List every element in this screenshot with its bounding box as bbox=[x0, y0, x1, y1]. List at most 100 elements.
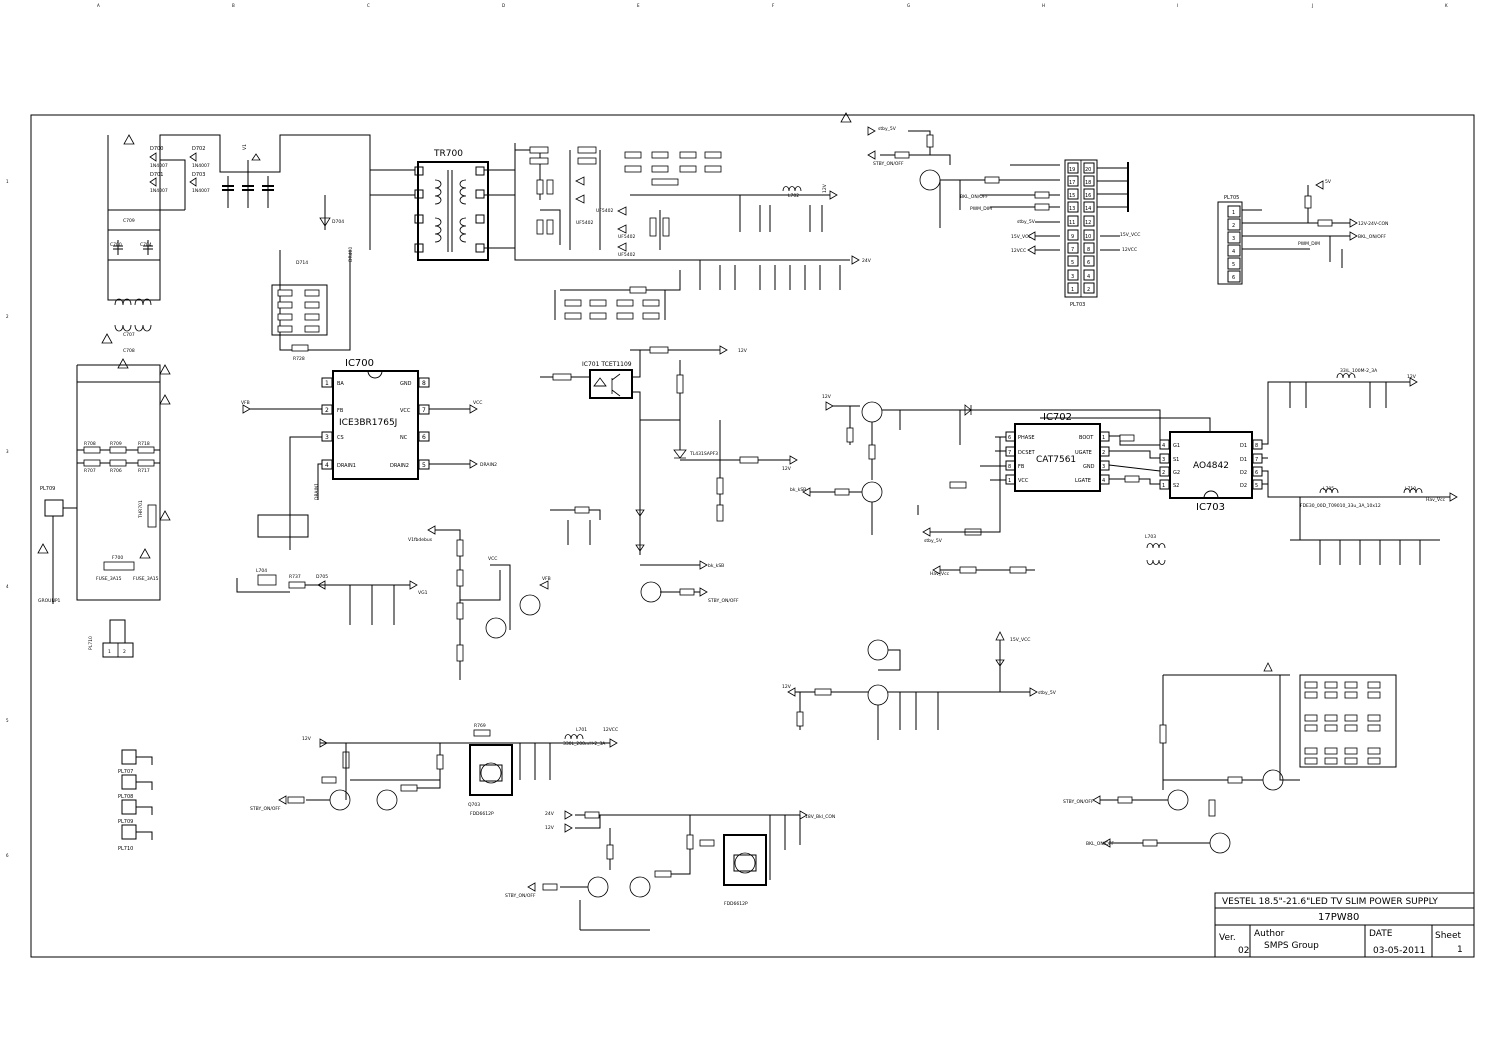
svg-text:L705: L705 bbox=[1323, 486, 1334, 492]
svg-text:stby_5V: stby_5V bbox=[924, 538, 943, 544]
svg-text:PL709: PL709 bbox=[118, 819, 133, 825]
svg-text:NC: NC bbox=[400, 435, 408, 441]
col-marker: I bbox=[1177, 3, 1178, 8]
svg-text:1N4007: 1N4007 bbox=[192, 163, 210, 169]
svg-text:6: 6 bbox=[422, 434, 426, 441]
svg-text:D703: D703 bbox=[192, 172, 205, 178]
aux-supply: VG1 R737 D705 L704 bbox=[236, 568, 428, 625]
col-marker: C bbox=[367, 3, 370, 8]
fuse-label: F700 bbox=[112, 555, 123, 561]
row-markers: 1 2 3 4 5 6 bbox=[6, 179, 9, 858]
svg-text:VCC: VCC bbox=[473, 400, 482, 406]
transformer-tr700: TR700 DR400 bbox=[279, 143, 850, 351]
svg-text:D705: D705 bbox=[316, 574, 328, 580]
svg-text:5: 5 bbox=[1255, 483, 1258, 489]
svg-text:PL710: PL710 bbox=[118, 846, 133, 852]
svg-text:18: 18 bbox=[1085, 180, 1091, 186]
svg-text:5: 5 bbox=[1232, 262, 1235, 268]
svg-text:UF5402: UF5402 bbox=[618, 234, 635, 240]
svg-text:33\L_100M-2_3A: 33\L_100M-2_3A bbox=[1340, 368, 1378, 374]
col-marker: B bbox=[232, 3, 235, 8]
svg-text:3: 3 bbox=[1102, 464, 1105, 470]
svg-text:15V_VCC: 15V_VCC bbox=[1120, 232, 1140, 238]
svg-text:BA: BA bbox=[337, 381, 344, 387]
svg-text:12V: 12V bbox=[1407, 374, 1417, 380]
col-marker: K bbox=[1445, 3, 1448, 8]
svg-text:12V: 12V bbox=[822, 183, 828, 193]
sheet-value: 1 bbox=[1457, 945, 1463, 955]
svg-text:12V: 12V bbox=[545, 825, 555, 831]
col-marker: H bbox=[1042, 3, 1045, 8]
fuse bbox=[103, 561, 135, 571]
ic703-part: AO4842 bbox=[1193, 461, 1229, 471]
stby-regulator: 12V stby_5V 15V_VCC bbox=[782, 631, 1057, 740]
svg-text:1: 1 bbox=[1232, 210, 1235, 216]
standby-block: stby_5V STBY_ON/OFF BKL_ON/OFF PWM_DIM s… bbox=[867, 126, 1140, 255]
connector-pl703: 19 17 15 13 11 9 7 5 3 1 20 18 16 14 12 … bbox=[1064, 159, 1129, 308]
svg-text:4: 4 bbox=[1102, 478, 1105, 484]
tr700-label: TR700 bbox=[433, 149, 463, 159]
svg-text:R707: R707 bbox=[84, 468, 96, 474]
svg-text:D700: D700 bbox=[150, 146, 163, 152]
warning-icon bbox=[159, 510, 171, 521]
sheet-border bbox=[30, 114, 1475, 958]
svg-text:2: 2 bbox=[1102, 450, 1105, 456]
aux-connectors: PL707 PL708 PL709 PL710 bbox=[118, 749, 153, 852]
svg-text:3: 3 bbox=[1071, 274, 1074, 280]
svg-text:12V: 12V bbox=[822, 394, 832, 400]
svg-text:16: 16 bbox=[1085, 193, 1091, 199]
svg-text:L701: L701 bbox=[576, 727, 587, 733]
svg-text:bk_kSB: bk_kSB bbox=[790, 487, 806, 493]
svg-text:DRAIN2: DRAIN2 bbox=[480, 462, 497, 468]
ic700: IC700 ICE3BR1765J 1 2 3 4 8 7 6 5 BA FB … bbox=[241, 358, 497, 550]
svg-text:VCC: VCC bbox=[488, 556, 497, 562]
ver-label: Ver. bbox=[1219, 933, 1236, 943]
svg-text:STBY_ON/OFF: STBY_ON/OFF bbox=[708, 598, 739, 604]
ver-value: 02 bbox=[1238, 946, 1249, 956]
svg-text:R706: R706 bbox=[110, 468, 122, 474]
svg-text:6: 6 bbox=[1087, 260, 1090, 266]
svg-text:UF5402: UF5402 bbox=[576, 220, 593, 226]
svg-text:BKL_ON/OFF: BKL_ON/OFF bbox=[1358, 234, 1386, 240]
col-marker: F bbox=[772, 3, 775, 8]
svg-text:GND: GND bbox=[400, 381, 412, 387]
svg-text:R769: R769 bbox=[474, 723, 486, 729]
svg-text:12V: 12V bbox=[302, 736, 312, 742]
svg-text:24V: 24V bbox=[862, 258, 872, 264]
svg-text:stby_5V: stby_5V bbox=[1017, 219, 1036, 225]
svg-text:D701: D701 bbox=[150, 172, 163, 178]
svg-text:15V_VCC: 15V_VCC bbox=[1010, 637, 1030, 643]
svg-text:bk_kSB: bk_kSB bbox=[708, 563, 724, 569]
svg-text:BOOT: BOOT bbox=[1079, 435, 1094, 441]
svg-text:FB: FB bbox=[1018, 464, 1025, 470]
v12vcc-switch: 12V 12VCC L701 330L_200mH-2_3A STBY_ON/O… bbox=[250, 723, 618, 817]
author-value: SMPS Group bbox=[1264, 941, 1319, 951]
svg-text:S1: S1 bbox=[1173, 457, 1179, 463]
col-marker: A bbox=[97, 3, 100, 8]
svg-text:FUSE_3A15: FUSE_3A15 bbox=[133, 576, 159, 582]
ic702-part: CAT7561 bbox=[1036, 455, 1076, 465]
svg-text:stby_5V: stby_5V bbox=[878, 126, 897, 132]
svg-text:R708: R708 bbox=[84, 441, 96, 447]
svg-text:20: 20 bbox=[1085, 167, 1091, 173]
svg-text:4: 4 bbox=[1162, 443, 1165, 449]
svg-text:7: 7 bbox=[1008, 450, 1011, 456]
secondary-rectifiers: L702 12V UF5402 UF5402 UF5402 UF5402 bbox=[515, 146, 838, 258]
svg-text:7: 7 bbox=[1255, 457, 1258, 463]
svg-text:12VCC: 12VCC bbox=[1011, 248, 1026, 254]
svg-text:2: 2 bbox=[325, 407, 329, 414]
ic700-part: ICE3BR1765J bbox=[339, 418, 397, 428]
warning-icon bbox=[840, 112, 852, 123]
svg-text:7: 7 bbox=[422, 407, 426, 414]
ic703-ref: IC703 bbox=[1196, 502, 1225, 513]
svg-text:15: 15 bbox=[1069, 193, 1075, 199]
svg-text:VFB: VFB bbox=[542, 576, 551, 582]
svg-text:Hav_Vcc: Hav_Vcc bbox=[930, 571, 950, 577]
col-marker: E bbox=[637, 3, 640, 8]
svg-text:Hav_Vcc: Hav_Vcc bbox=[1426, 497, 1446, 503]
svg-text:PWM_DIM: PWM_DIM bbox=[970, 206, 992, 212]
svg-text:3: 3 bbox=[325, 434, 329, 441]
svg-text:1: 1 bbox=[1071, 287, 1074, 293]
svg-text:STBY_ON/OFF: STBY_ON/OFF bbox=[505, 893, 536, 899]
svg-text:PL705: PL705 bbox=[1224, 195, 1239, 201]
